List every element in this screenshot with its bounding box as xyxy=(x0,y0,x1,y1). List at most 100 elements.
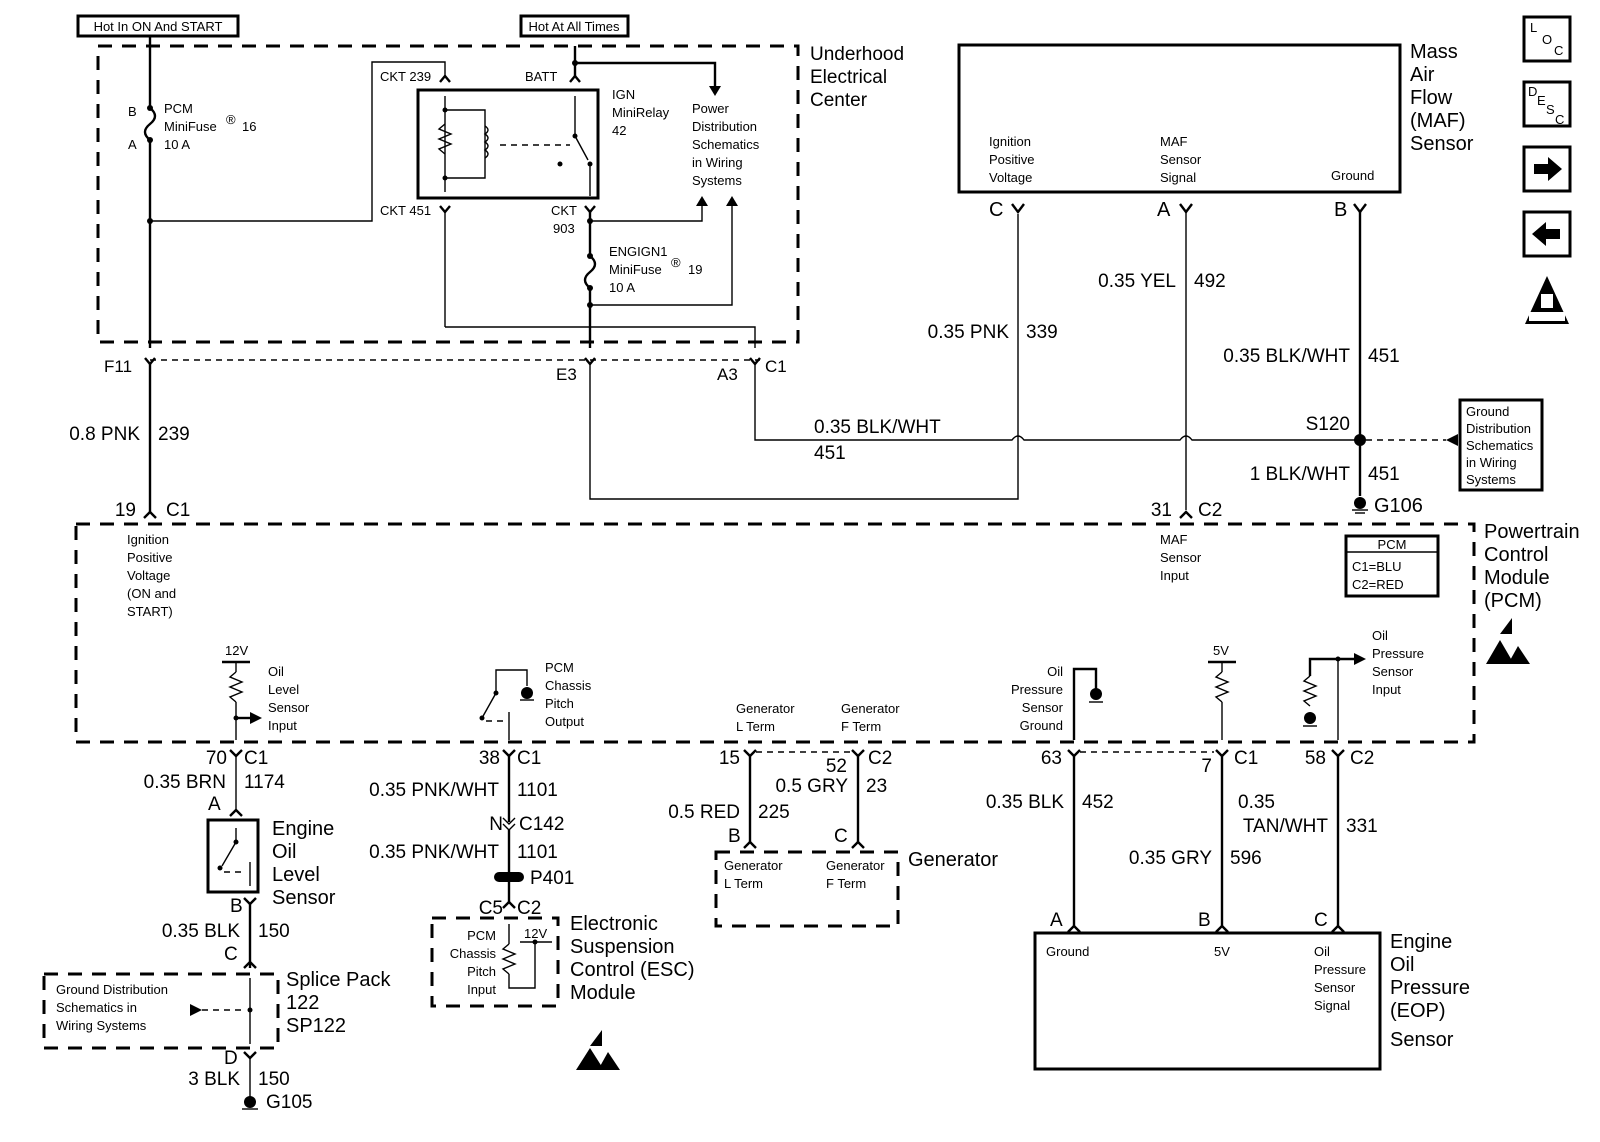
esc-title-3: Control (ESC) xyxy=(570,959,694,981)
arrow-right-icon xyxy=(1534,157,1562,181)
ground-g105-label: G105 xyxy=(266,1092,312,1113)
maf-pin-b-label: Ground xyxy=(1331,168,1374,183)
ground-dist-right-1: Ground xyxy=(1466,404,1509,419)
oil-level-title-2: Oil xyxy=(272,841,296,863)
wire-339-circuit: 339 xyxy=(1026,322,1058,343)
pcm-pin70-label-2: Level xyxy=(268,682,299,697)
ground-dist-right-link[interactable]: Ground Distribution Schematics in Wiring… xyxy=(1458,398,1544,492)
maf-title-1: Mass xyxy=(1410,41,1458,63)
pcm-legend-title: PCM xyxy=(1378,537,1407,552)
c142-n: N xyxy=(489,814,503,835)
maf-pin-c-label-1: Ignition xyxy=(989,134,1031,149)
pcm-fuse-pin-b: B xyxy=(128,104,137,119)
pcm-oil-ground-icon xyxy=(1090,688,1102,700)
pcm-pitch-switch-icon xyxy=(481,692,497,719)
esc-input-4: Input xyxy=(467,982,496,997)
next-button[interactable] xyxy=(1522,145,1572,193)
pcm-pin70-supply: 12V xyxy=(225,643,248,658)
eop-sensor-box xyxy=(1033,931,1382,1071)
loc-icon: L O C xyxy=(1530,20,1563,58)
wire-339-gauge: 0.35 PNK xyxy=(928,322,1010,343)
wire-239-gauge: 0.8 PNK xyxy=(69,424,140,445)
loc-button[interactable]: L O C xyxy=(1522,15,1572,63)
pcm-pin58-label-4: Input xyxy=(1372,682,1401,697)
oil-level-title-3: Level xyxy=(272,864,320,886)
wire-150a-gauge: 0.35 BLK xyxy=(162,921,240,942)
maf-pin-a-label-1: MAF xyxy=(1160,134,1188,149)
pcm-pin38-label-2: Chassis xyxy=(545,678,592,693)
generator-l-term-1: Generator xyxy=(724,858,783,873)
relay-switch-icon xyxy=(574,135,589,161)
pcm-pin52-conn: C2 xyxy=(868,748,892,769)
pcm-title-4: (PCM) xyxy=(1484,590,1542,612)
generator-pin-c: C xyxy=(834,826,848,847)
arrow-left-icon xyxy=(1532,222,1560,246)
eop-title-3: Pressure xyxy=(1390,977,1470,999)
wire-239-circuit: 239 xyxy=(158,424,190,445)
pcm-fuse-rating: 10 A xyxy=(164,137,190,152)
esc-module: PCM Chassis Pitch Input 12V Electronic S… xyxy=(430,913,694,1070)
wire-1174-gauge: 0.35 BRN xyxy=(144,772,226,793)
pcm-title-1: Powertrain xyxy=(1484,521,1580,543)
oil-level-pullup-resistor-icon xyxy=(228,671,244,703)
eop-pin-a: A xyxy=(1050,910,1063,931)
power-dist-4: in Wiring xyxy=(692,155,743,170)
maf-pin-b: B xyxy=(1334,199,1347,221)
svg-text:L: L xyxy=(1530,20,1537,35)
underhood-title-3: Center xyxy=(810,90,868,111)
ground-dist-right-4: in Wiring xyxy=(1466,455,1517,470)
generator-l-term-2: L Term xyxy=(724,876,763,891)
pcm-fuse-name: PCM xyxy=(164,101,193,116)
pcm-pin52-label-1: Generator xyxy=(841,701,900,716)
ground-g106-label: G106 xyxy=(1374,495,1423,517)
pcm-pin7-conn: C1 xyxy=(1234,748,1258,769)
engign1-fuse-type: MiniFuse xyxy=(609,262,662,277)
wire-1101a-circuit: 1101 xyxy=(517,780,558,801)
pcm-pin31-conn: C2 xyxy=(1198,500,1222,521)
pcm-pin31-label-2: Sensor xyxy=(1160,550,1202,565)
esd-warning-icon-pcm xyxy=(1486,618,1530,664)
oil-level-pin-a: A xyxy=(208,794,221,815)
wire-492-circuit: 492 xyxy=(1194,271,1226,292)
ground-g105-icon xyxy=(242,1096,258,1110)
generator-f-term-2: F Term xyxy=(826,876,866,891)
underhood-title-2: Electrical xyxy=(810,67,887,88)
pcm-pin70-label-4: Input xyxy=(268,718,297,733)
eop-pin-b-label: 5V xyxy=(1214,944,1230,959)
prev-button[interactable] xyxy=(1522,210,1572,258)
p401-pass-through-icon xyxy=(494,872,524,882)
pcm-pin58-label-3: Sensor xyxy=(1372,664,1414,679)
eop-pin-a-label: Ground xyxy=(1046,944,1089,959)
wire-1101b-gauge: 0.35 PNK/WHT xyxy=(369,842,499,863)
pcm-bottom-connectors: 70 C1 38 C1 15 52 C2 63 7 C1 58 C2 xyxy=(206,748,1374,777)
relay-resistor-icon xyxy=(437,123,453,155)
engign1-fuse-reg: ® xyxy=(671,255,681,270)
ground-dist-right-2: Distribution xyxy=(1466,421,1531,436)
wire-150b-gauge: 3 BLK xyxy=(188,1069,240,1090)
pcm-title-3: Module xyxy=(1484,567,1550,589)
esc-title-1: Electronic xyxy=(570,913,658,935)
pcm-title-2: Control xyxy=(1484,544,1548,566)
eop-pin-c: C xyxy=(1314,910,1328,931)
svg-text:O: O xyxy=(1542,32,1552,47)
eop-title-4: (EOP) xyxy=(1390,1000,1446,1022)
splice-pack-122: Ground Distribution Schematics in Wiring… xyxy=(42,969,391,1050)
maf-title-2: Air xyxy=(1410,64,1435,86)
esd-warning-icon-esc xyxy=(576,1030,620,1070)
wire-451c-circuit: 451 xyxy=(1368,464,1400,485)
pcm-pin52-num: 52 xyxy=(826,756,847,777)
hot-all-times-text: Hot At All Times xyxy=(528,19,620,34)
pcm-pin58-label-1: Oil xyxy=(1372,628,1388,643)
engign1-fuse-name: ENGIGN1 xyxy=(609,244,668,259)
eop-title-5: Sensor xyxy=(1390,1029,1454,1051)
oil-level-switch-icon xyxy=(221,841,237,867)
splice-ground-dist-3: Wiring Systems xyxy=(56,1018,147,1033)
splice-ground-dist-1: Ground Distribution xyxy=(56,982,168,997)
maf-sensor: Mass Air Flow (MAF) Sensor Ignition Posi… xyxy=(957,41,1474,510)
pcm-pin58-conn: C2 xyxy=(1350,748,1374,769)
generator-pin-b: B xyxy=(728,826,741,847)
batt-label: BATT xyxy=(525,69,557,84)
desc-button[interactable]: D E S C xyxy=(1522,80,1572,128)
obd-ii-button[interactable] xyxy=(1525,276,1569,324)
